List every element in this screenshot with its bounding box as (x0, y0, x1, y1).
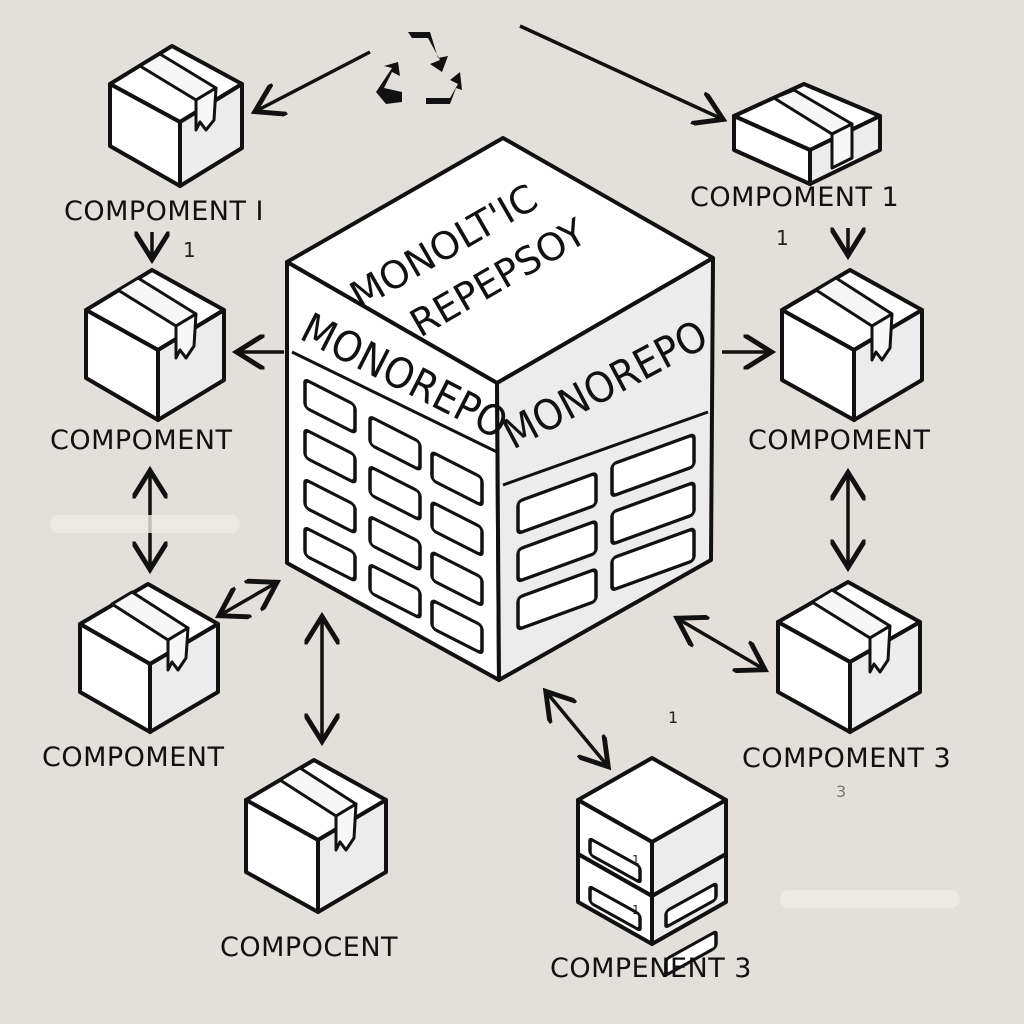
label-c-right-1: COMPOMENT 1 (690, 182, 900, 213)
label-c-right-3: COMPOMENT 3 (742, 743, 952, 774)
arrow-center-right-c3 (680, 620, 762, 668)
box-c-bottom-right (576, 756, 728, 976)
label-c-bottom-left: COMPOCENT (220, 932, 399, 963)
recycle-icon (376, 32, 462, 104)
label-c-bottom-right: COMPENENT 3 (550, 953, 752, 984)
stray-mark-5: 1 (632, 853, 640, 867)
faint-mark-right (780, 890, 960, 908)
arrow-top-to-right-c1 (519, 24, 720, 118)
box-c-left-1 (108, 44, 244, 188)
arrow-center-left-c3 (222, 584, 274, 614)
stray-mark-2: 1 (776, 226, 789, 250)
box-c-right-3 (776, 580, 922, 734)
cube-left-divider (291, 350, 498, 454)
box-c-left-2 (84, 268, 226, 422)
box-c-right-2 (780, 268, 924, 422)
box-c-left-3 (78, 582, 220, 734)
label-c-right-2: COMPOMENT (748, 425, 931, 456)
stray-mark-3: 1 (668, 708, 679, 727)
monorepo-cube: MONOLT'IC REPEPSOY MONOREPO MONOREPO (285, 136, 716, 682)
stray-mark-4: 3 (836, 782, 847, 801)
left-face-drawers (303, 378, 484, 655)
box-c-bottom-left (244, 758, 388, 914)
label-c-left-3: COMPOMENT (42, 742, 225, 773)
label-c-left-1: COMPOMENT I (64, 196, 265, 227)
box-c-right-1 (732, 82, 882, 186)
right-face-drawers (516, 433, 696, 631)
faint-mark-left (50, 515, 240, 533)
cube-right-divider (502, 410, 709, 487)
arrow-center-bottom-right (548, 694, 606, 764)
label-c-left-2: COMPOMENT (50, 425, 233, 456)
arrow-recycle-to-c1 (258, 50, 371, 110)
stray-mark-1: 1 (183, 238, 196, 262)
stray-mark-6: 1 (632, 903, 640, 917)
